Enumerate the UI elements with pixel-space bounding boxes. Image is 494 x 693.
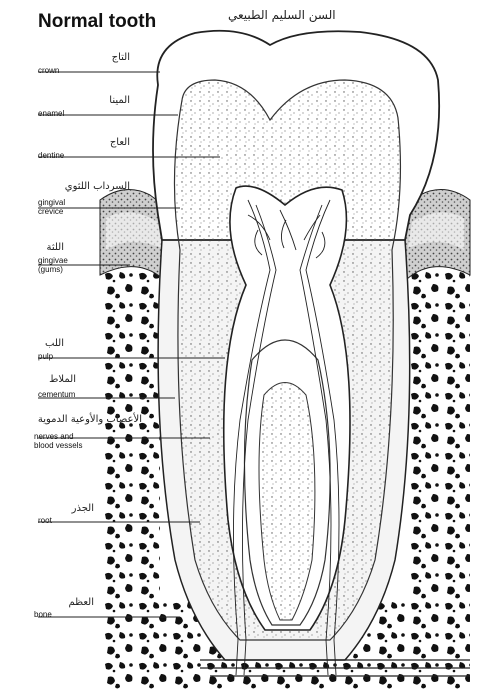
label-bone: bone xyxy=(34,610,52,619)
label-cementum-arabic: الملاط xyxy=(49,374,76,385)
label-gingivae: gingivae (gums) xyxy=(38,256,82,274)
label-enamel-arabic: المينا xyxy=(109,95,130,106)
label-enamel: enamel xyxy=(38,109,64,118)
label-root: root xyxy=(38,516,52,525)
label-nerves: nerves and blood vessels xyxy=(34,432,94,450)
label-bone-arabic: العظم xyxy=(68,597,94,608)
label-nerves-arabic: الأعصاب والأوعية الدموية xyxy=(38,414,142,425)
label-dentine: dentine xyxy=(38,151,64,160)
diagram-title-arabic: السن السليم الطبيعي xyxy=(228,8,336,22)
label-dentine-arabic: العاج xyxy=(110,137,130,148)
label-root-arabic: الجذر xyxy=(72,503,94,514)
diagram-title: Normal tooth xyxy=(38,12,156,32)
label-crown: crown xyxy=(38,66,59,75)
label-crown-arabic: التاج xyxy=(112,52,130,63)
label-gingival-crevice: gingival crevice xyxy=(38,198,82,216)
label-pulp: pulp xyxy=(38,352,53,361)
label-cementum: cementum xyxy=(38,390,75,399)
label-pulp-arabic: اللب xyxy=(45,338,64,349)
label-gingivae-arabic: اللثة xyxy=(46,242,64,253)
label-gingival-crevice-arabic: السرداب اللثوي xyxy=(65,181,130,192)
